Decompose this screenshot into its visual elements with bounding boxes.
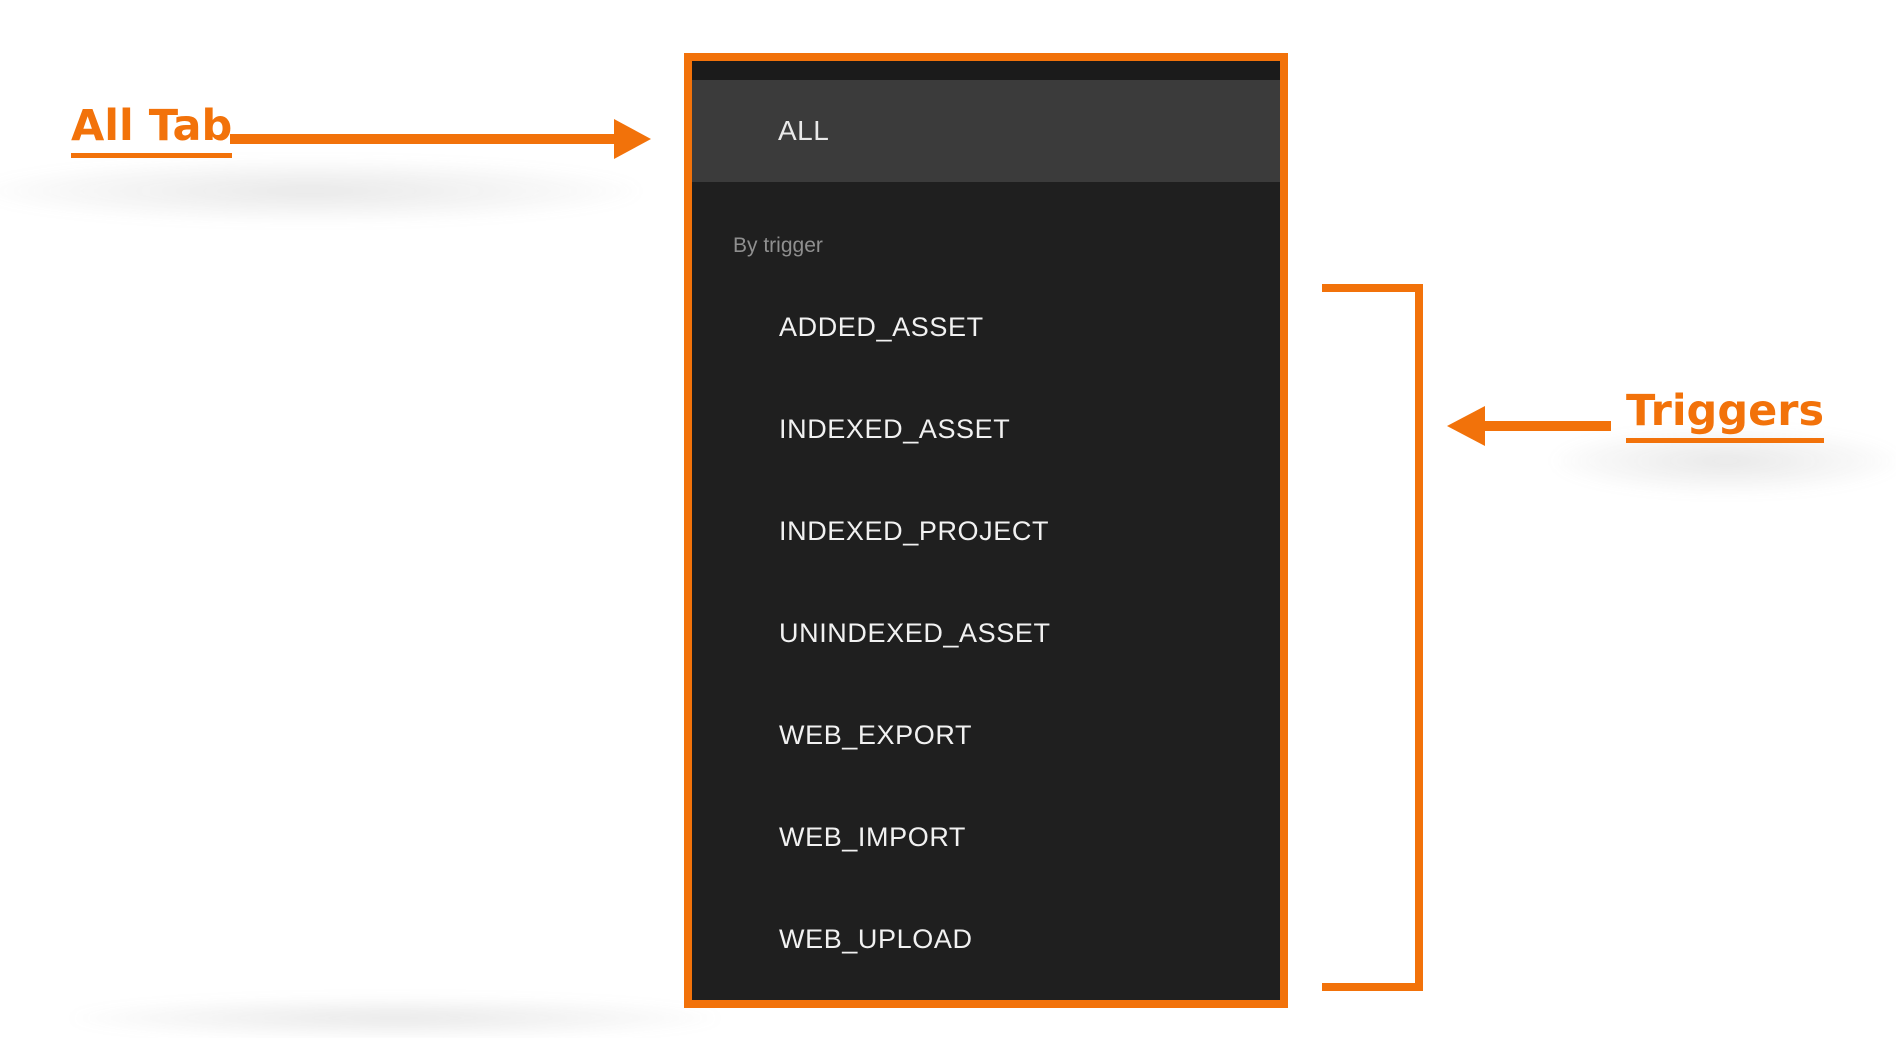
menu-item-web-import[interactable]: WEB_IMPORT	[779, 822, 967, 852]
triggers-annotation-label: Triggers	[1626, 387, 1825, 444]
filter-menu-inner: ALL By trigger ADDED_ASSET INDEXED_ASSET…	[692, 61, 1280, 1000]
menu-item-added-asset[interactable]: ADDED_ASSET	[779, 312, 984, 342]
all-tab-arrow-line	[230, 134, 614, 144]
menu-top-strip	[692, 61, 1280, 80]
menu-item-indexed-project[interactable]: INDEXED_PROJECT	[779, 516, 1050, 546]
right-arrowhead-icon	[614, 119, 651, 159]
menu-item-web-export[interactable]: WEB_EXPORT	[779, 720, 973, 750]
tab-all[interactable]: ALL	[692, 80, 1280, 182]
triggers-bracket	[1322, 284, 1423, 991]
menu-item-web-upload[interactable]: WEB_UPLOAD	[779, 924, 973, 954]
menu-item-unindexed-asset[interactable]: UNINDEXED_ASSET	[779, 618, 1051, 648]
left-arrowhead-icon	[1447, 406, 1485, 446]
filter-menu-panel: ALL By trigger ADDED_ASSET INDEXED_ASSET…	[684, 53, 1288, 1008]
menu-item-indexed-asset[interactable]: INDEXED_ASSET	[779, 414, 1011, 444]
triggers-arrow-line	[1483, 421, 1611, 431]
background-shadow-smudge	[70, 998, 720, 1038]
section-label-by-trigger: By trigger	[733, 234, 823, 257]
background-shadow-smudge	[0, 160, 640, 222]
all-tab-annotation-label: All Tab	[71, 102, 233, 159]
